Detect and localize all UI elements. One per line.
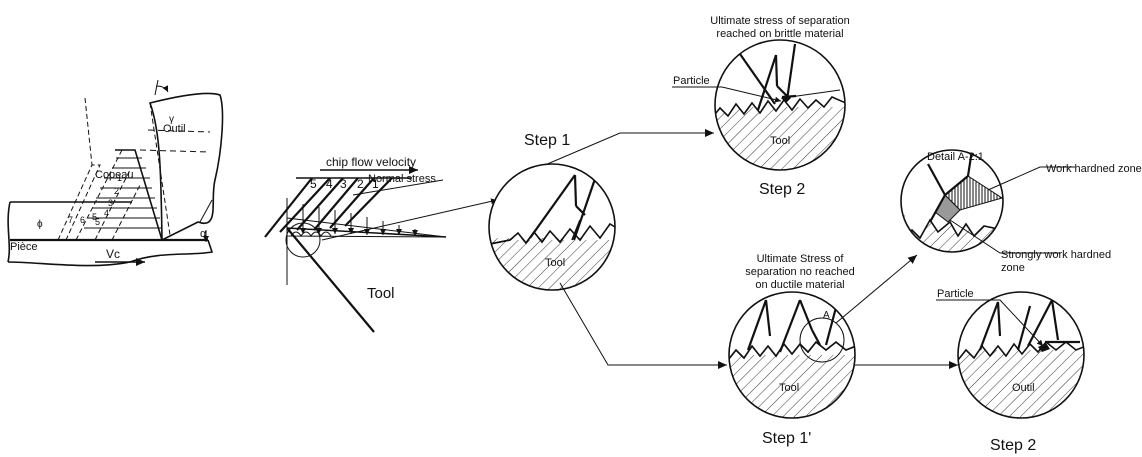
- chip-label: Copeau: [95, 169, 134, 181]
- step-2-top-particle-label: Particle: [673, 75, 710, 87]
- orthogonal-cutting-figure: Copeau Outil Pièce Vc γ α ϕ 1 2 3 4 5 7 …: [7, 79, 224, 267]
- svg-text:7: 7: [68, 215, 73, 225]
- svg-text:1: 1: [372, 177, 379, 191]
- gamma-reference: [154, 79, 159, 96]
- strongly-hardened-label-1: Strongly work hardned: [1001, 249, 1111, 261]
- chip-flow-label: chip flow velocity: [326, 155, 416, 169]
- workpiece-left-break: [7, 201, 11, 263]
- chip-segment-numbers: 1 2 3 4 5: [95, 173, 122, 227]
- detail-a-circle-zoom: Detail A-2:1 Work hardned zone Strongly …: [900, 149, 1142, 274]
- chip-dashed-extension: [147, 129, 211, 133]
- detail-a-circle: [799, 317, 845, 363]
- svg-text:2: 2: [114, 186, 119, 196]
- svg-text:6: 6: [80, 215, 85, 225]
- svg-text:4: 4: [104, 208, 109, 218]
- workpiece-label: Pièce: [10, 241, 38, 253]
- svg-text:3: 3: [340, 177, 347, 191]
- svg-text:5: 5: [95, 217, 100, 227]
- shear-line: [94, 169, 131, 241]
- arrow-to-step-2-top: [544, 129, 714, 166]
- step-1-prime-circle: A Tool Step 1' Ultimate Stress of separa…: [728, 253, 856, 447]
- step-1-prime-tool-label: Tool: [779, 382, 799, 394]
- shear-line: [111, 184, 141, 241]
- step-1-prime-caption-2: separation no reached: [745, 266, 854, 278]
- chip-segments: [264, 177, 393, 238]
- particle-leader-bottom: [936, 299, 1044, 347]
- contact-bumps: [290, 231, 332, 237]
- stress-distribution-figure: chip flow velocity Normal stress Tool 5 …: [264, 155, 498, 333]
- step-2-top-circle: Ultimate stress of separation reached on…: [672, 15, 850, 198]
- arrow-to-step-1-prime: [559, 282, 727, 369]
- chip-dashed-extension: [139, 149, 211, 153]
- step-2-bottom-circle: Particle Outil Step 2: [936, 288, 1085, 454]
- alpha-reference: [199, 199, 213, 223]
- workpiece-segment-numbers: 7 6 5: [68, 212, 97, 225]
- detail-title: Detail A-2:1: [927, 151, 984, 163]
- step-1-prime-caption-1: Ultimate Stress of: [757, 253, 845, 265]
- svg-text:2: 2: [357, 177, 364, 191]
- particle-leader-arrow: [721, 86, 782, 103]
- step-1-prime-title: Step 1': [762, 430, 811, 447]
- chip-body: [115, 149, 163, 241]
- chip-hatch-lines: [84, 157, 162, 229]
- tool-label: Tool: [367, 285, 395, 302]
- normal-stress-label: Normal stress: [368, 173, 436, 185]
- svg-text:1: 1: [117, 173, 122, 183]
- shear-line: [75, 149, 123, 241]
- svg-text:5: 5: [92, 212, 97, 222]
- velocity-label: Vc: [106, 247, 120, 261]
- step-1-circle: Step 1 Tool: [488, 132, 616, 291]
- step-2-top-caption-2: reached on brittle material: [716, 28, 843, 40]
- step-1-tool-label: Tool: [545, 257, 565, 269]
- step-2-bottom-tool-label: Outil: [1012, 382, 1035, 394]
- gamma-symbol: γ: [169, 114, 174, 125]
- work-hardened-label: Work hardned zone: [1046, 163, 1142, 175]
- strongly-hardened-label-2: zone: [1001, 262, 1025, 274]
- work-hardened-leader: [987, 166, 1075, 191]
- tool-rake-face: [286, 227, 375, 333]
- gamma-arc: [155, 85, 169, 93]
- zoom-circle: [285, 222, 321, 258]
- cutting-tool-outil: [148, 92, 224, 242]
- svg-text:3: 3: [108, 198, 113, 208]
- chip-outer-dashed: [84, 97, 93, 166]
- step-1-prime-caption-3: on ductile material: [755, 279, 844, 291]
- zoom-leader-line: [321, 198, 498, 241]
- step-2-bottom-title: Step 2: [990, 437, 1036, 454]
- alpha-symbol: α: [200, 228, 207, 240]
- detail-a-marker: A: [823, 310, 830, 321]
- svg-text:5: 5: [310, 177, 317, 191]
- segment-numbers: 5 4 3 2 1: [310, 177, 379, 191]
- step-2-top-title: Step 2: [759, 181, 805, 198]
- shear-zone-dashed: [57, 164, 101, 241]
- arrow-to-detail: [835, 254, 918, 324]
- phi-symbol: ϕ: [37, 219, 43, 230]
- svg-text:4: 4: [326, 177, 333, 191]
- step-2-bottom-particle-label: Particle: [937, 288, 974, 300]
- strongly-hardened-leader: [949, 219, 1060, 254]
- step-2-top-tool-label: Tool: [770, 135, 790, 147]
- step-1-title: Step 1: [524, 132, 570, 149]
- normal-stress-leader: [352, 179, 444, 196]
- tool-label: Outil: [163, 123, 186, 135]
- tool-rake-reference: [149, 102, 171, 236]
- normal-stress-arrows: [300, 204, 418, 236]
- step-2-top-caption-1: Ultimate stress of separation: [710, 15, 849, 27]
